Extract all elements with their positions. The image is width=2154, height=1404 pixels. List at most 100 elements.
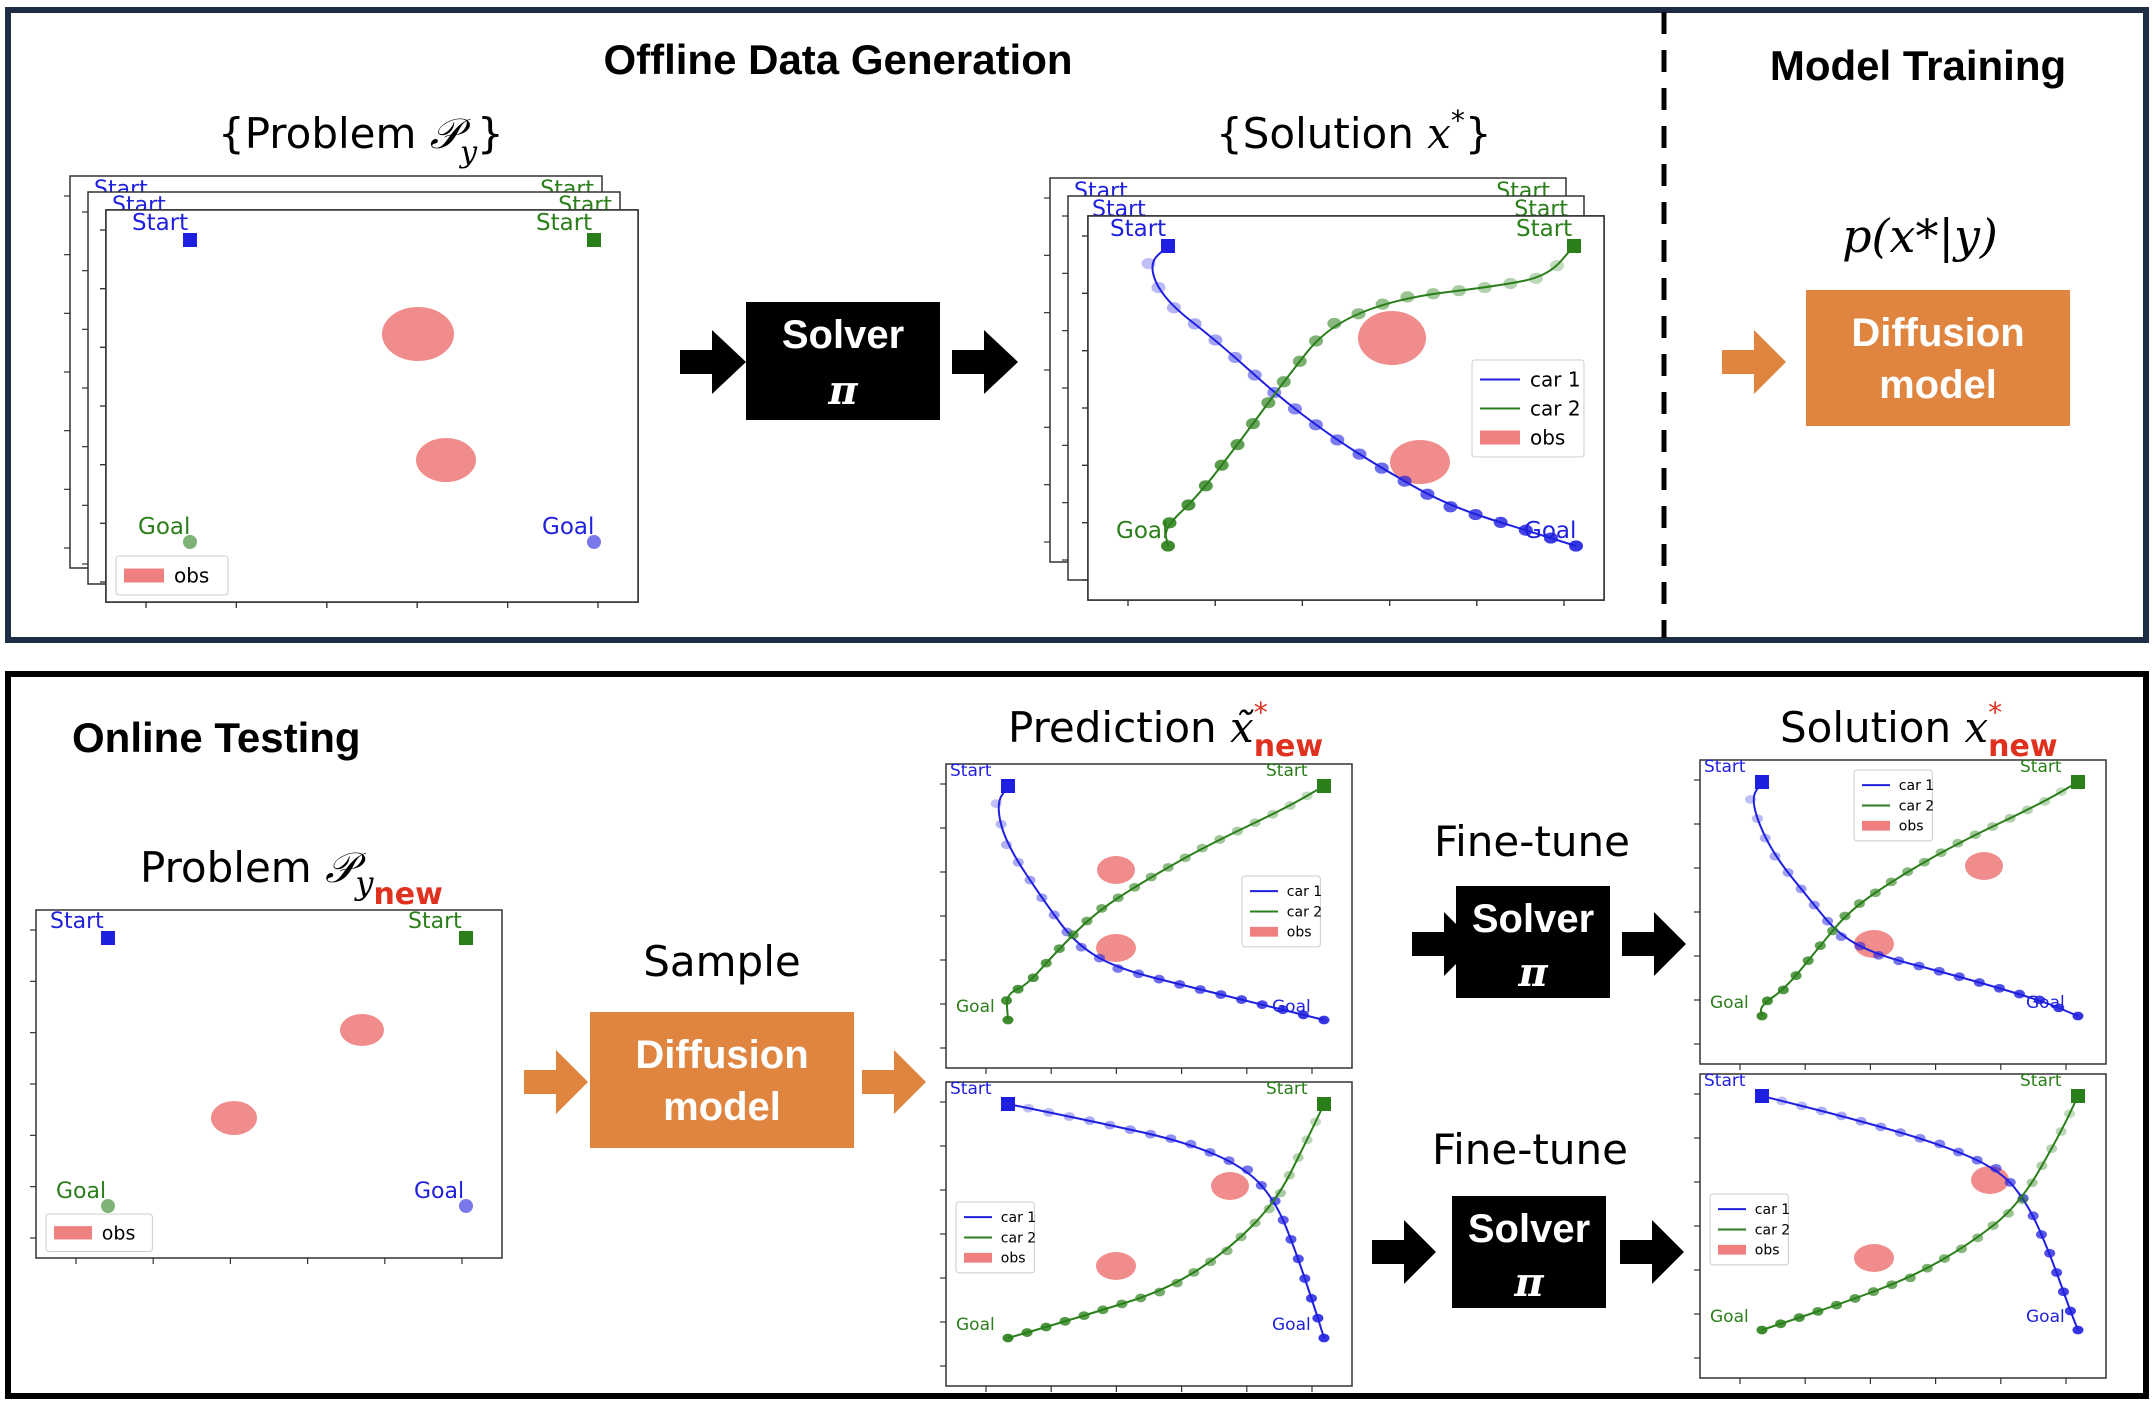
arrow-from-finetune-top-icon: [1622, 912, 1686, 976]
car2-trajectory-point: [2036, 1161, 2048, 1171]
car1-trajectory-point: [1208, 334, 1223, 346]
car1-trajectory-point: [1228, 351, 1243, 364]
obstacle: [1854, 930, 1894, 958]
car2-trajectory-point: [1235, 1232, 1247, 1242]
start-label-car1: Start: [1704, 757, 1746, 777]
car2-trajectory-point: [1129, 882, 1141, 892]
car2-trajectory-point: [2055, 787, 2067, 797]
solver-box-top-pi: π: [827, 367, 858, 414]
diffusion-model-top-line1: Diffusion: [1851, 311, 2024, 355]
car2-trajectory-point: [1827, 926, 1839, 936]
car1-trajectory-point: [1913, 961, 1925, 971]
car1-trajectory-point: [1223, 1156, 1235, 1166]
car1-trajectory-point: [1795, 884, 1807, 894]
solver-box-top: [746, 302, 940, 420]
start-label-car1: Start: [1704, 1071, 1746, 1091]
start-label-car2: Start: [536, 210, 592, 236]
car2-trajectory-point: [1198, 480, 1213, 492]
legend-label-car2: car 2: [1287, 904, 1322, 920]
car2-trajectory-point: [1918, 857, 1930, 867]
car2-trajectory-point: [1528, 272, 1543, 285]
car1-trajectory-point: [1236, 995, 1248, 1004]
car1-trajectory-line: [1761, 1095, 2079, 1331]
goal-label-car2: Goal: [956, 997, 995, 1017]
car1-trajectory-point: [2035, 1230, 2047, 1239]
car1-trajectory-point: [1796, 1101, 1808, 1111]
car1-trajectory-point: [1993, 983, 2005, 993]
car2-trajectory-point: [1221, 1246, 1233, 1256]
diffusion-model-top-line2: model: [1879, 363, 1997, 407]
car2-trajectory-point: [1245, 418, 1260, 430]
start-marker-car1: [1001, 1097, 1015, 1111]
car2-trajectory-point: [1775, 1319, 1787, 1329]
new-problem-label: Problem 𝒫ynew: [140, 843, 443, 912]
car2-trajectory-point: [1812, 1306, 1824, 1316]
solution-plot-stack: StartStartStartStartStartStartStartStart…: [1044, 177, 1605, 606]
plot-frame: [105, 209, 639, 603]
legend-label-obs: obs: [1899, 819, 1924, 835]
car2-trajectory-point: [1301, 1135, 1313, 1145]
car2-trajectory-point: [2026, 1178, 2038, 1188]
car1-trajectory-point: [1308, 419, 1323, 431]
car2-trajectory-point: [1145, 872, 1157, 882]
car1-trajectory-point: [2004, 1178, 2016, 1187]
car2-trajectory-point: [1814, 941, 1826, 951]
legend-swatch-obs: [1480, 430, 1520, 445]
car2-trajectory-line: [1164, 245, 1575, 547]
car1-trajectory-point: [1048, 910, 1060, 920]
start-label-car1: Start: [132, 210, 188, 236]
car1-trajectory-point: [1569, 540, 1583, 552]
car1-trajectory-point: [1914, 1133, 1926, 1143]
car1-trajectory-point: [1185, 1139, 1197, 1149]
start-label-car2: Start: [408, 909, 462, 934]
plot-ticks: [30, 929, 463, 1264]
car1-trajectory-point: [1312, 1313, 1324, 1323]
car2-trajectory-point: [1261, 397, 1276, 409]
car1-trajectory-point: [1971, 1155, 1983, 1165]
goal-label-car2: Goal: [1116, 518, 1168, 544]
car2-trajectory-point: [1756, 1011, 1768, 1021]
car1-trajectory-point: [1782, 868, 1794, 877]
plot-ticks: [1694, 1093, 2067, 1384]
car2-trajectory-point: [2021, 805, 2033, 815]
offline-data-generation-title: Offline Data Generation: [603, 36, 1072, 83]
car1-trajectory-point: [1145, 1129, 1157, 1139]
prediction-label: Prediction x̃*new: [1008, 696, 1323, 764]
start-label-car2: Start: [1266, 1079, 1308, 1099]
car2-trajectory-point: [1214, 459, 1229, 471]
obstacle: [1211, 1172, 1249, 1200]
car1-trajectory-point: [2064, 1306, 2076, 1316]
legend-frame: [45, 1213, 153, 1253]
car2-trajectory-point: [1309, 335, 1324, 347]
car1-trajectory-point: [1084, 1116, 1096, 1126]
solver-finetune-top-pi: π: [1517, 949, 1548, 996]
car1-trajectory-point: [1277, 1005, 1289, 1015]
car2-trajectory-point: [1904, 1273, 1916, 1283]
car2-trajectory-point: [1053, 944, 1065, 954]
arrow-to-solver-icon: [680, 330, 746, 394]
goal-label-car1: Goal: [1272, 997, 1311, 1017]
car2-trajectory-point: [1426, 288, 1441, 300]
car1-trajectory-point: [1305, 1293, 1317, 1303]
car2-trajectory-point: [1179, 853, 1191, 863]
car2-trajectory-point: [1267, 809, 1279, 819]
goal-label-car1: Goal: [2026, 993, 2065, 1013]
car1-trajectory-point: [1036, 893, 1048, 903]
problem-set-label: {Problem 𝒫y}: [218, 109, 504, 170]
car1-trajectory-point: [1256, 1000, 1268, 1010]
car1-trajectory-point: [1835, 1111, 1847, 1121]
bottom-panel-frame: [5, 671, 2149, 1399]
car2-trajectory-point: [1935, 848, 1947, 858]
car1-trajectory-point: [1397, 475, 1412, 487]
finetune-label-top: Fine-tune: [1434, 817, 1630, 866]
solver-finetune-bottom-pi: π: [1513, 1259, 1544, 1306]
obstacle: [1390, 440, 1450, 484]
solver-finetune-top-label: Solver: [1472, 897, 1594, 941]
car1-trajectory-point: [1769, 851, 1781, 861]
car2-trajectory: [1161, 240, 1581, 552]
car1-trajectory-point: [1104, 1120, 1116, 1130]
car1-trajectory-point: [1330, 434, 1345, 446]
